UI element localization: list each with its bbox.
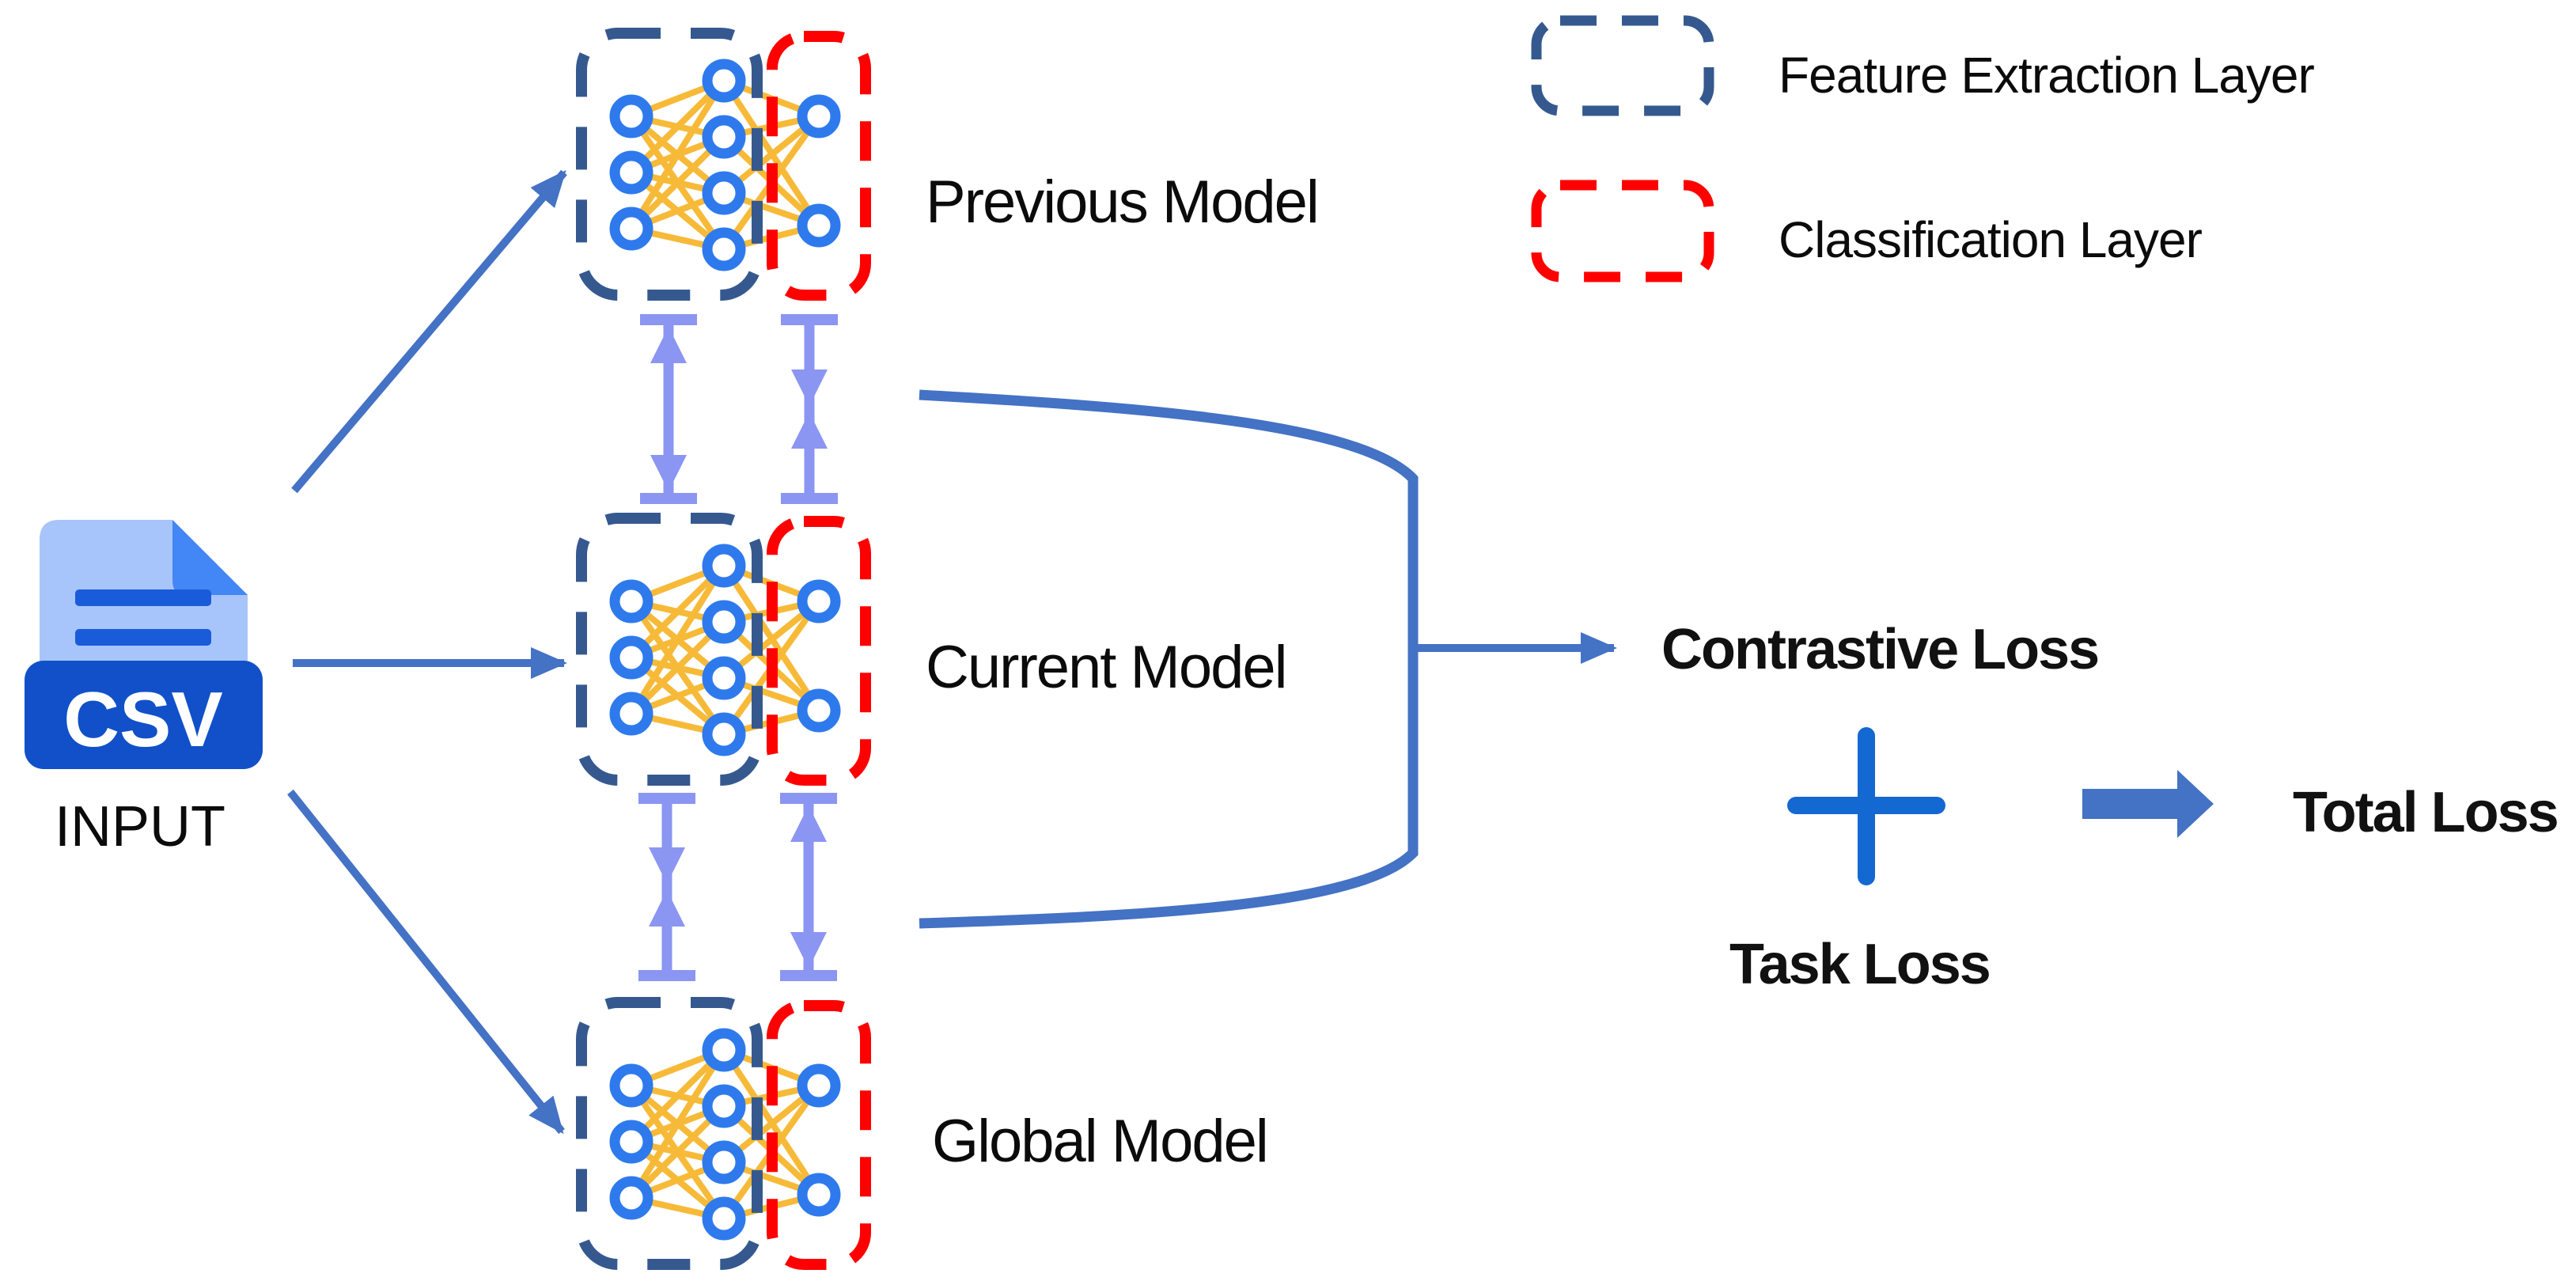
network-nodes: [609, 1028, 841, 1241]
connector-cap: [781, 493, 838, 504]
classification-box: [767, 1000, 871, 1270]
previous-model-label: Previous Model: [926, 169, 1320, 236]
csv-text-stripe: [75, 589, 211, 606]
neuron-node: [609, 207, 653, 251]
input-arrow-to-previous: [291, 169, 567, 494]
plus-icon: [1787, 727, 1945, 885]
network-edges: [628, 563, 822, 737]
total-loss-label: Total Loss: [2293, 781, 2559, 844]
neuron-node: [702, 600, 746, 644]
network-edge: [628, 563, 727, 716]
neuron-node: [702, 227, 746, 271]
current-model-network: [576, 513, 871, 786]
connector-arrowhead: [649, 890, 685, 927]
current-model-label: Current Model: [926, 634, 1288, 701]
neuron-node: [797, 94, 841, 138]
input-caption: INPUT: [55, 795, 225, 858]
legend-feature-extraction-swatch: [1531, 15, 1714, 116]
legend-classification-swatch: [1531, 180, 1714, 282]
neuron-node: [609, 692, 653, 736]
task-loss-label: Task Loss: [1729, 933, 1991, 996]
feature-extraction-box: [576, 28, 763, 301]
network-edges: [628, 1047, 822, 1222]
neuron-node: [797, 1063, 841, 1108]
neuron-node: [702, 1084, 746, 1128]
connector-cap: [640, 493, 697, 504]
legend: [1531, 15, 1714, 282]
neuron-node: [702, 1196, 746, 1241]
connector-arrowhead: [790, 805, 827, 842]
neuron-node: [797, 688, 841, 733]
connector-arrowhead: [650, 455, 687, 491]
neuron-node: [797, 203, 841, 248]
connector-cap: [638, 793, 695, 804]
connector-cap: [638, 970, 695, 981]
connector-cap: [780, 793, 837, 804]
feature-extraction-box: [576, 997, 763, 1270]
network-edges: [628, 78, 822, 252]
classification-box: [767, 31, 871, 301]
csv-folded-corner: [172, 520, 248, 595]
neuron-node: [702, 1140, 746, 1184]
classification-connector-prev-curr: [781, 314, 838, 504]
csv-badge-label: CSV: [63, 676, 223, 763]
feature-connector-curr-global: [638, 793, 695, 981]
neuron-node: [609, 1063, 653, 1108]
feature-extraction-box: [576, 513, 763, 786]
network-edge: [628, 78, 727, 231]
input-arrows: [287, 169, 568, 1135]
neuron-node: [609, 150, 653, 195]
connector-arrowhead: [650, 327, 687, 363]
network-edge: [628, 1048, 727, 1200]
csv-text-stripe: [75, 629, 211, 646]
neuron-node: [609, 579, 653, 623]
neuron-node: [609, 1120, 653, 1164]
classification-box: [767, 516, 871, 786]
previous-model-network: [576, 28, 871, 301]
neuron-node: [702, 656, 746, 700]
model-networks: [576, 28, 871, 1270]
connector-cap: [780, 970, 837, 981]
connector-cap: [781, 314, 838, 325]
neuron-node: [702, 115, 746, 159]
neuron-node: [797, 579, 841, 623]
classification-connector-curr-global: [780, 793, 837, 981]
neuron-node: [702, 59, 746, 103]
neuron-node: [797, 1173, 841, 1217]
global-model-network: [576, 997, 871, 1270]
neuron-node: [702, 712, 746, 756]
brace-curve: [919, 389, 1419, 929]
output-brace: [919, 389, 1618, 929]
model-alignment-connectors: [638, 314, 838, 981]
contrastive-loss-label: Contrastive Loss: [1661, 618, 2100, 681]
connector-cap: [640, 314, 697, 325]
neuron-node: [702, 544, 746, 588]
csv-badge: [25, 661, 263, 769]
global-model-label: Global Model: [932, 1108, 1269, 1175]
neuron-node: [609, 635, 653, 680]
input-arrow-to-global: [287, 789, 565, 1135]
legend-feature-extraction-label: Feature Extraction Layer: [1779, 47, 2315, 104]
csv-file-icon: CSV: [25, 520, 263, 769]
neuron-node: [702, 171, 746, 215]
neuron-node: [609, 94, 653, 138]
neuron-node: [609, 1176, 653, 1220]
feature-connector-prev-curr: [640, 314, 697, 504]
network-nodes: [609, 544, 841, 756]
connector-arrowhead: [791, 370, 828, 406]
connector-arrowhead: [649, 847, 685, 884]
connector-arrowhead: [791, 412, 828, 449]
neuron-node: [702, 1028, 746, 1072]
legend-classification-label: Classification Layer: [1779, 211, 2203, 268]
connector-arrowhead: [790, 932, 827, 968]
network-nodes: [609, 59, 841, 271]
arrow-to-total-loss-icon: [2082, 770, 2214, 838]
